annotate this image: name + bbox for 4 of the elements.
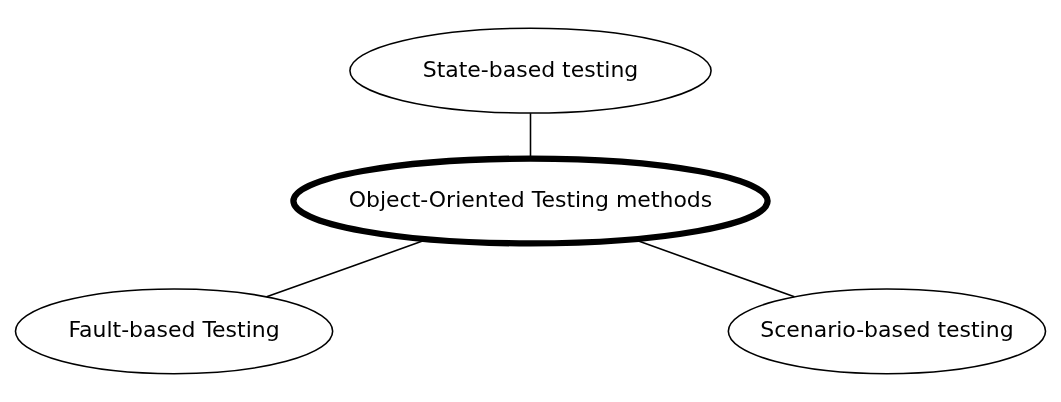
node-ellipse: Object-Oriented Testing methods — [290, 155, 771, 247]
node-ellipse: State-based testing — [349, 27, 712, 114]
node-ellipse: Fault-based Testing — [14, 288, 334, 375]
node-ellipse: Scenario-based testing — [727, 288, 1047, 375]
